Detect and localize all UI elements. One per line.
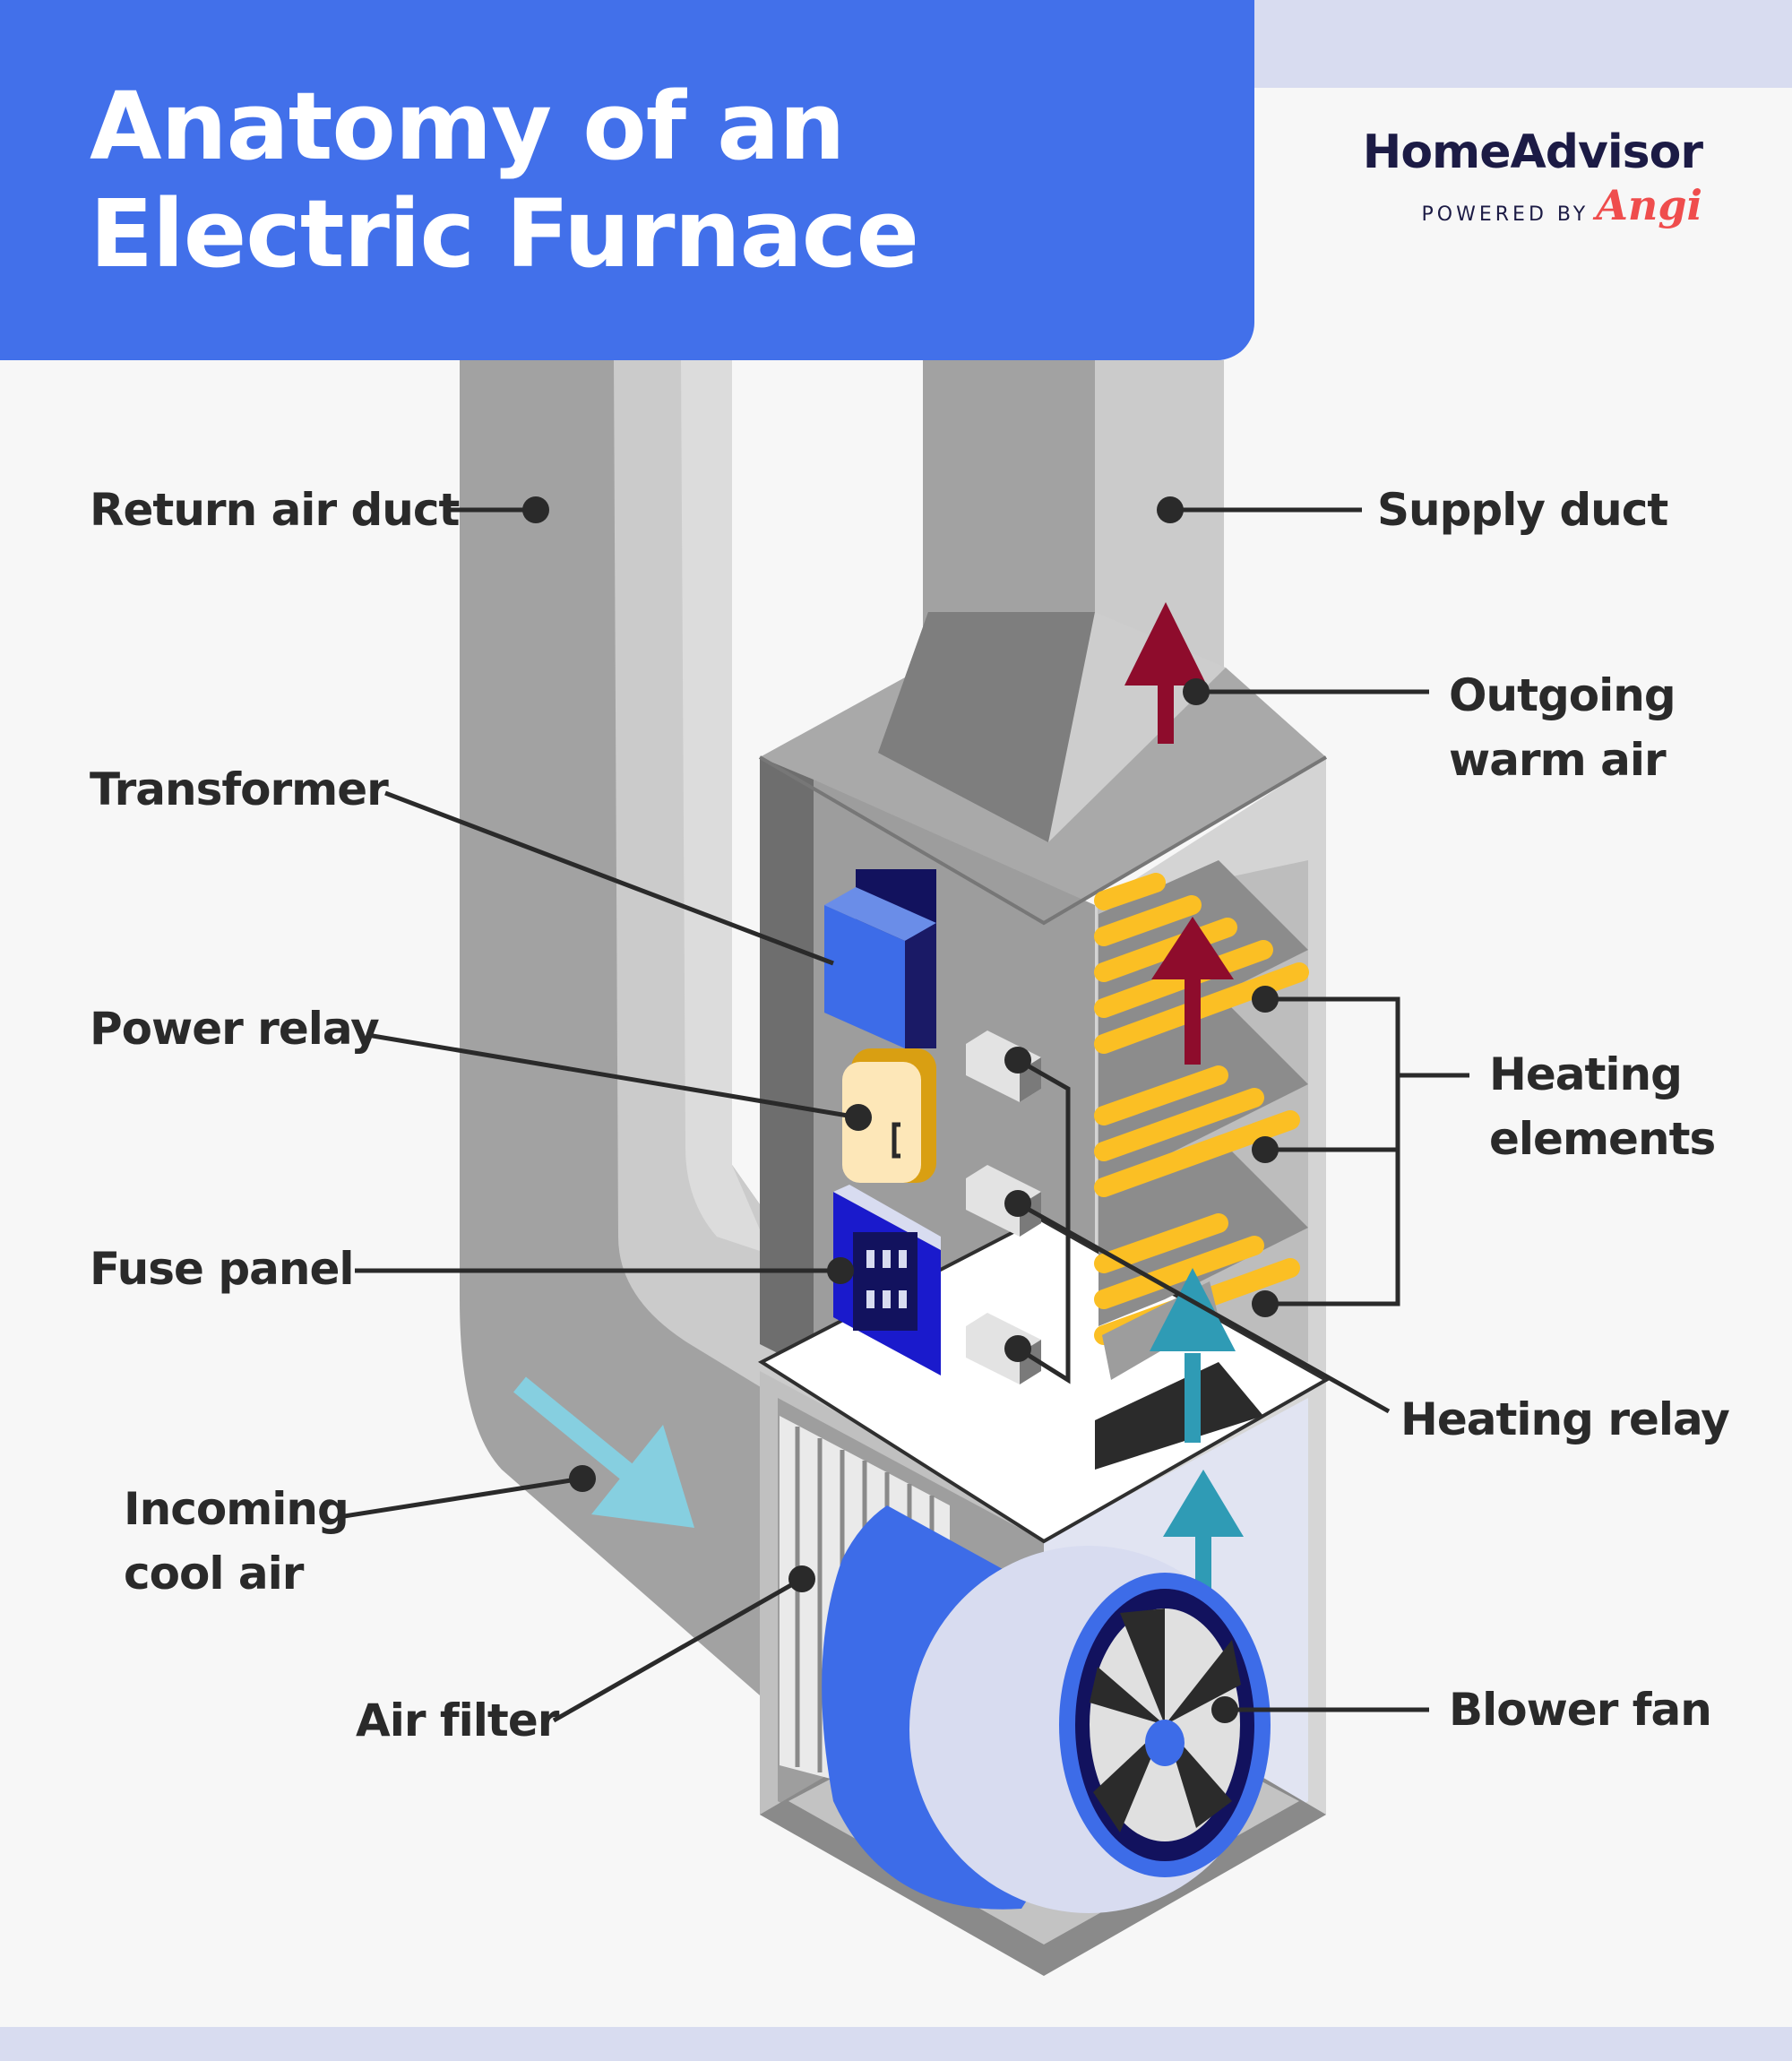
label-heating-relay: Heating relay: [1400, 1393, 1730, 1445]
label-power-relay: Power relay: [90, 1003, 380, 1055]
label-outgoing-warm-air: Outgoing warm air: [1449, 663, 1676, 792]
transformer-component: [824, 869, 936, 1048]
cool-air-arrow-inner: [1150, 1268, 1236, 1443]
partner-logo: Angi: [1596, 181, 1702, 229]
callout-lines: [338, 507, 1469, 1723]
label-incoming-cool-air: Incoming cool air: [124, 1477, 349, 1606]
label-heating-elements: Heating elements: [1489, 1042, 1716, 1171]
label-outgoing-warm-air-line2: warm air: [1449, 734, 1667, 786]
fuse-panel-component: [833, 1185, 941, 1375]
callout-dots: [522, 496, 1279, 1723]
label-outgoing-warm-air-line1: Outgoing: [1449, 669, 1676, 721]
label-return-air-duct: Return air duct: [90, 484, 460, 536]
bottom-band: [0, 2027, 1792, 2061]
label-heating-elements-line2: elements: [1489, 1113, 1716, 1165]
blower-fan: [822, 1505, 1271, 1913]
label-heating-elements-line1: Heating: [1489, 1048, 1683, 1100]
title-banner: Anatomy of an Electric Furnace: [0, 0, 1254, 360]
brand-name: HomeAdvisor: [1362, 125, 1703, 179]
label-blower-fan: Blower fan: [1449, 1684, 1712, 1736]
top-band: [1254, 0, 1792, 88]
title-line-2: Electric Furnace: [90, 179, 919, 289]
title-line-1: Anatomy of an: [90, 72, 845, 181]
powered-by-text: POWERED BY: [1421, 203, 1590, 226]
label-fuse-panel: Fuse panel: [90, 1243, 355, 1295]
power-relay-component: [842, 1048, 936, 1183]
brand-logo: HomeAdvisor POWERED BY Angi: [1344, 125, 1703, 226]
return-air-duct: [460, 360, 896, 1720]
warm-air-arrow-top: [1124, 602, 1207, 744]
label-incoming-cool-air-line2: cool air: [124, 1548, 304, 1600]
label-air-filter: Air filter: [356, 1695, 559, 1746]
label-incoming-cool-air-line1: Incoming: [124, 1483, 349, 1535]
warm-air-arrow-inner: [1151, 917, 1234, 1065]
label-supply-duct: Supply duct: [1377, 484, 1668, 536]
brand-powered-by: POWERED BY Angi: [1344, 185, 1702, 226]
label-transformer: Transformer: [90, 763, 389, 815]
incoming-cool-air-arrow: [513, 1376, 694, 1528]
